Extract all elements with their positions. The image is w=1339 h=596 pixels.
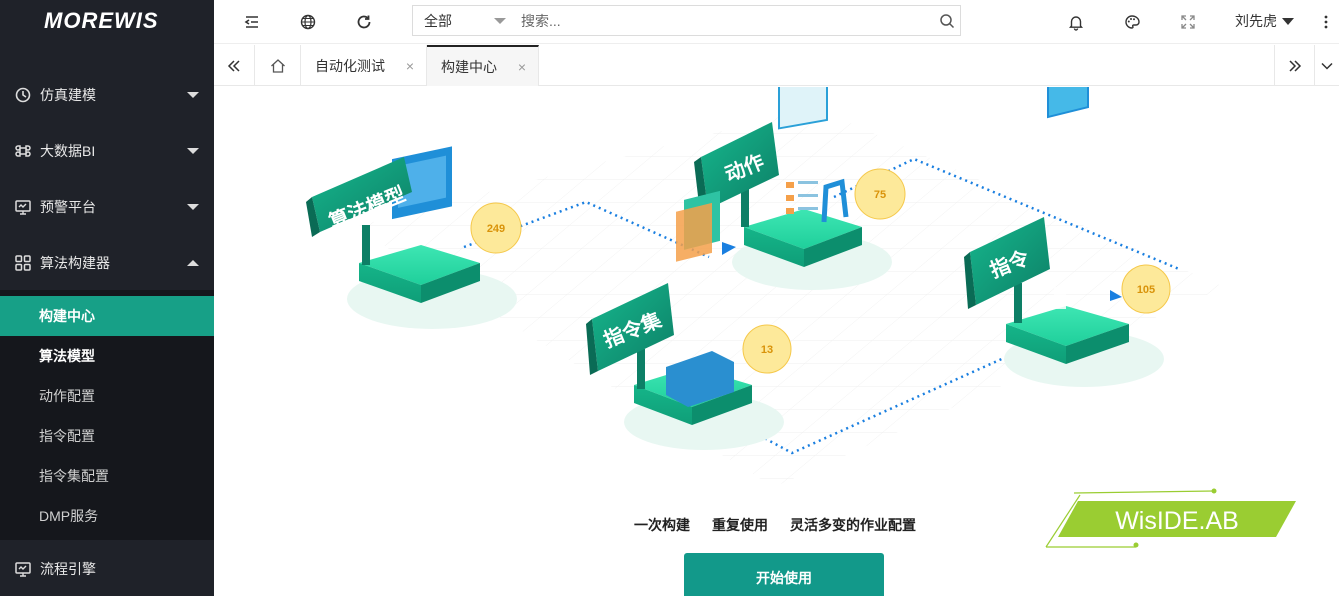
- monitor-icon: [14, 198, 32, 216]
- fullscreen-icon[interactable]: [1177, 11, 1199, 33]
- refresh-icon[interactable]: [353, 11, 375, 33]
- submenu: 构建中心 算法模型 动作配置 指令配置 指令集配置 DMP服务: [0, 290, 214, 540]
- chevron-down-icon[interactable]: [1315, 45, 1339, 86]
- brand-badge-text: WisIDE.AB: [1115, 507, 1239, 535]
- tagline: 一次构建 重复使用 灵活多变的作业配置: [634, 515, 916, 535]
- sidebar-item-simulation[interactable]: 仿真建模: [0, 67, 214, 123]
- submenu-label: 构建中心: [39, 308, 95, 324]
- sidebar-item-label: 流程引擎: [40, 561, 96, 577]
- tagline-item: 重复使用: [712, 517, 768, 533]
- user-menu[interactable]: 刘先虎: [1235, 11, 1294, 31]
- arrow-icon: [722, 242, 736, 255]
- top-header: 全部 刘先虎: [214, 0, 1339, 44]
- monitor-icon: [14, 560, 32, 578]
- user-name: 刘先虎: [1235, 13, 1277, 29]
- submenu-label: 算法模型: [39, 348, 95, 364]
- bell-icon[interactable]: [1065, 11, 1087, 33]
- node-count-badge: 249: [487, 223, 505, 235]
- sidebar-item-algorithm-builder[interactable]: 算法构建器: [0, 235, 214, 291]
- caret-down-icon: [494, 18, 506, 24]
- start-button[interactable]: 开始使用: [684, 553, 884, 596]
- node-command-set[interactable]: 指令集 13: [586, 190, 792, 450]
- chevron-up-icon: [187, 260, 199, 266]
- global-search: 全部: [412, 5, 961, 36]
- logo[interactable]: MOREWIS: [44, 8, 159, 33]
- node-count-badge: 105: [1137, 284, 1155, 296]
- submenu-label: 指令集配置: [39, 468, 109, 484]
- workflow-illustration: 算法模型 249 动作 75: [306, 87, 1224, 487]
- close-icon[interactable]: ×: [405, 57, 414, 74]
- submenu-label: 动作配置: [39, 388, 95, 404]
- tabs-scroll-right-icon[interactable]: [1274, 45, 1315, 86]
- submenu-label: 指令配置: [39, 428, 95, 444]
- sidebar-item-alert-platform[interactable]: 预警平台: [0, 179, 214, 235]
- tab-automation-test[interactable]: 自动化测试 ×: [301, 45, 427, 86]
- wiside-brand-badge: WisIDE.AB: [1045, 488, 1296, 548]
- sidebar-item-bigdata-bi[interactable]: 大数据BI: [0, 123, 214, 179]
- close-icon[interactable]: ×: [517, 58, 526, 75]
- arrow-icon: [1110, 290, 1122, 301]
- search-scope-value: 全部: [424, 12, 452, 29]
- caret-down-icon: [1282, 17, 1294, 25]
- submenu-item-action-config[interactable]: 动作配置: [0, 376, 214, 416]
- sidebar-item-label: 仿真建模: [40, 87, 96, 103]
- home-icon[interactable]: [255, 45, 301, 86]
- globe-icon[interactable]: [297, 11, 319, 33]
- command-icon: [14, 142, 32, 160]
- submenu-item-algorithm-model[interactable]: 算法模型: [0, 336, 214, 376]
- sidebar-item-label: 算法构建器: [40, 255, 110, 271]
- collapse-menu-icon[interactable]: [241, 11, 263, 33]
- node-command[interactable]: 指令 105: [964, 87, 1171, 387]
- palette-icon[interactable]: [1121, 11, 1143, 33]
- submenu-item-commandset-config[interactable]: 指令集配置: [0, 456, 214, 496]
- node-count-badge: 13: [761, 344, 773, 356]
- submenu-item-build-center[interactable]: 构建中心: [0, 296, 214, 336]
- sidebar-item-workflow-engine[interactable]: 流程引擎: [0, 541, 214, 596]
- chevron-down-icon: [187, 148, 199, 154]
- chevron-down-icon: [187, 92, 199, 98]
- submenu-item-dmp-service[interactable]: DMP服务: [0, 496, 214, 536]
- sidebar-item-label: 大数据BI: [40, 143, 96, 159]
- tab-label: 自动化测试: [315, 57, 385, 74]
- chevron-down-icon: [187, 204, 199, 210]
- more-vertical-icon[interactable]: [1315, 11, 1337, 33]
- tab-build-center[interactable]: 构建中心 ×: [427, 45, 539, 86]
- node-count-badge: 75: [874, 189, 886, 201]
- sidebar-item-label: 预警平台: [40, 199, 96, 215]
- grid-icon: [14, 254, 32, 272]
- tab-label: 构建中心: [441, 58, 497, 75]
- tagline-item: 一次构建: [634, 517, 690, 533]
- tagline-item: 灵活多变的作业配置: [790, 517, 916, 533]
- submenu-item-command-config[interactable]: 指令配置: [0, 416, 214, 456]
- clock-arrow-icon: [14, 86, 32, 104]
- node-action[interactable]: 动作 75: [694, 87, 906, 290]
- tabs-scroll-left-icon[interactable]: [214, 45, 255, 86]
- search-icon[interactable]: [934, 8, 960, 34]
- build-center-content: 算法模型 249 动作 75: [214, 87, 1339, 596]
- tab-bar: 自动化测试 × 构建中心 ×: [214, 45, 1339, 86]
- submenu-label: DMP服务: [39, 508, 99, 524]
- search-input[interactable]: [511, 12, 934, 29]
- sidebar: MOREWIS 仿真建模 大数据BI 预警平台 算法构建器 构建中心 算法模型 …: [0, 0, 214, 596]
- search-scope-select[interactable]: 全部: [413, 6, 511, 35]
